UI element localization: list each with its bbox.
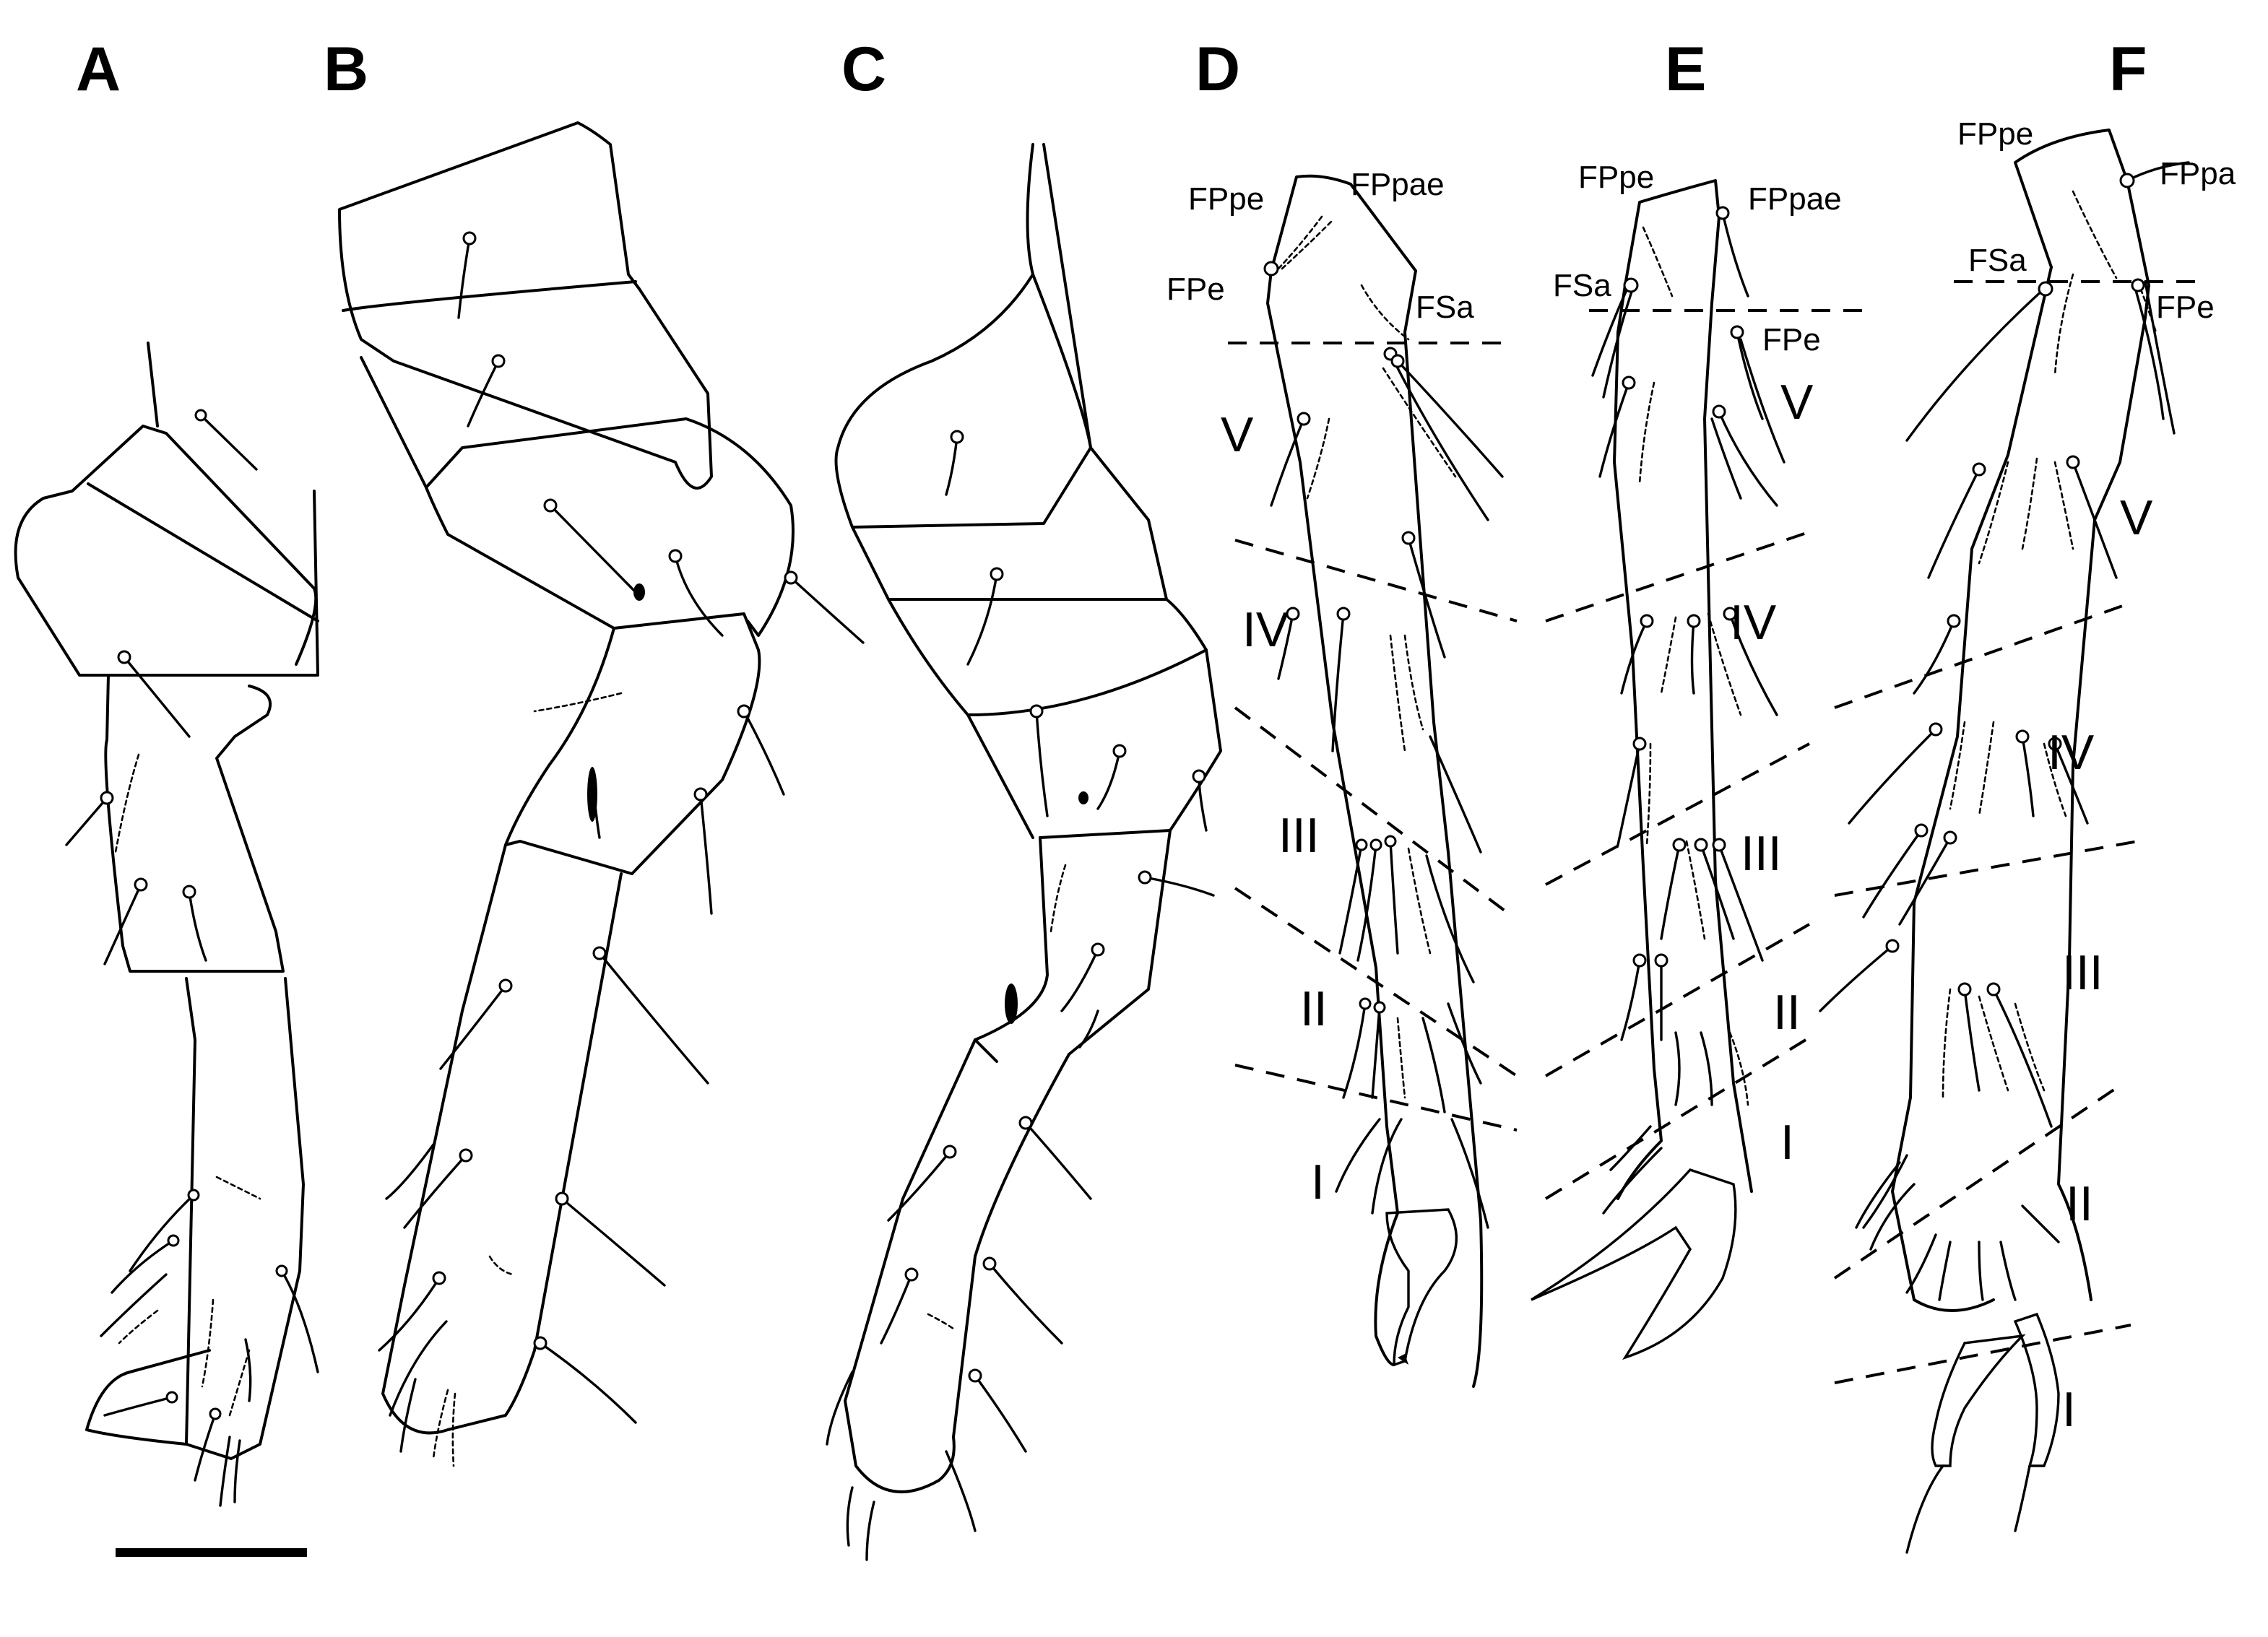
- panel-e-label-fpe: FPe: [1762, 322, 1821, 357]
- panel-d-label-fpe: FPe: [1167, 272, 1225, 307]
- panel-f-label-fppa: FPpa: [2160, 156, 2236, 191]
- panel-letter-a: A: [76, 35, 121, 104]
- panel-letter-e: E: [1665, 35, 1706, 104]
- panel-e-segment-iv: IV: [1730, 595, 1777, 650]
- panel-d-label-fppe: FPpe: [1188, 181, 1264, 217]
- panel-e-segment-i: I: [1780, 1115, 1794, 1170]
- panel-e-segment-iii: III: [1741, 826, 1782, 881]
- panel-f-leg-drawing: FPpe FPpa FSa FPe V IV III II I: [1819, 116, 2236, 1554]
- panel-f-label-fppe: FPpe: [1957, 116, 2033, 152]
- panel-f-segment-v: V: [2120, 490, 2153, 545]
- panel-d-segment-iv: IV: [1242, 602, 1289, 657]
- panel-letter-d: D: [1195, 35, 1240, 104]
- panel-d-segment-i: I: [1311, 1155, 1325, 1210]
- panel-d-segment-ii: II: [1300, 981, 1328, 1036]
- panel-d-leg-drawing: FPpe FPpae FPe FSa V IV III II I: [1167, 167, 1518, 1388]
- panel-d-label-fsa: FSa: [1416, 290, 1474, 325]
- panel-letter-c: C: [841, 35, 886, 104]
- panel-f-label-fpe: FPe: [2156, 290, 2215, 325]
- panel-e-label-fppe: FPpe: [1578, 160, 1654, 195]
- panel-letter-f: F: [2109, 35, 2147, 104]
- panel-f-label-fsa: FSa: [1968, 243, 2027, 278]
- panel-f-segment-i: I: [2062, 1382, 2076, 1437]
- panel-e-label-fsa: FSa: [1553, 268, 1611, 303]
- panel-e-segment-v: V: [1780, 375, 1814, 430]
- panel-e-leg-drawing: FPpe FPpae FSa FPe V IV III II I: [1531, 160, 1864, 1360]
- panel-f-segment-iv: IV: [2048, 725, 2095, 780]
- panel-e-label-fppae: FPpae: [1748, 181, 1842, 217]
- panel-letter-b: B: [324, 35, 368, 104]
- panel-f-segment-iii: III: [2062, 945, 2103, 1000]
- panel-d-label-fppae: FPpae: [1351, 167, 1445, 202]
- panel-f-segment-ii: II: [2066, 1176, 2093, 1231]
- panel-c-leg-drawing: [826, 143, 1222, 1561]
- panel-a-leg-drawing: [14, 342, 319, 1507]
- panel-d-segment-iii: III: [1278, 808, 1320, 863]
- panel-b-leg-drawing: [338, 121, 865, 1467]
- panel-d-segment-v: V: [1221, 407, 1254, 462]
- panel-e-segment-ii: II: [1773, 985, 1801, 1040]
